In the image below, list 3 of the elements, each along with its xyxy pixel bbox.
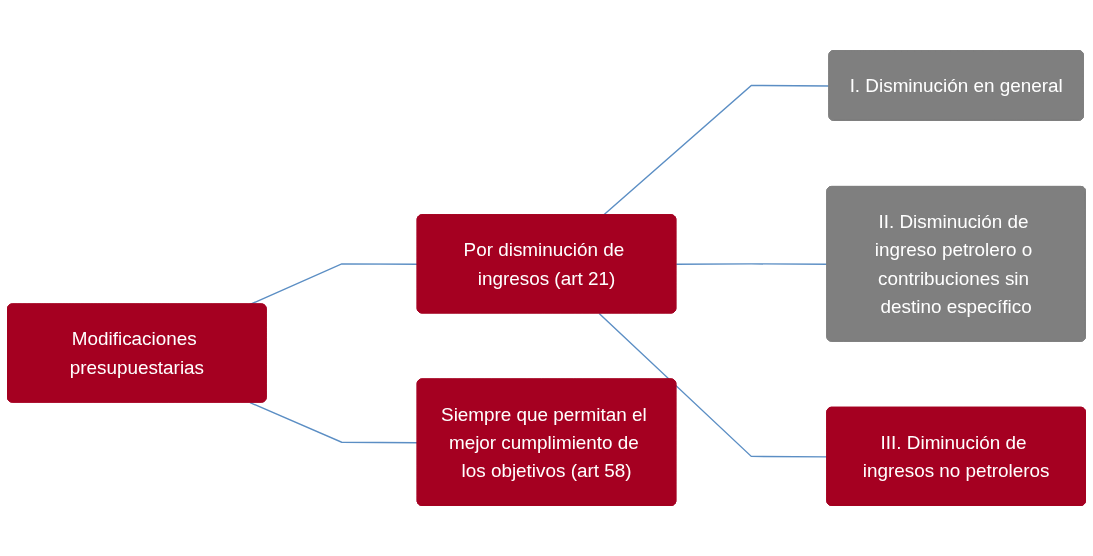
connector (598, 312, 828, 458)
connector (675, 263, 828, 265)
connector (249, 401, 419, 444)
